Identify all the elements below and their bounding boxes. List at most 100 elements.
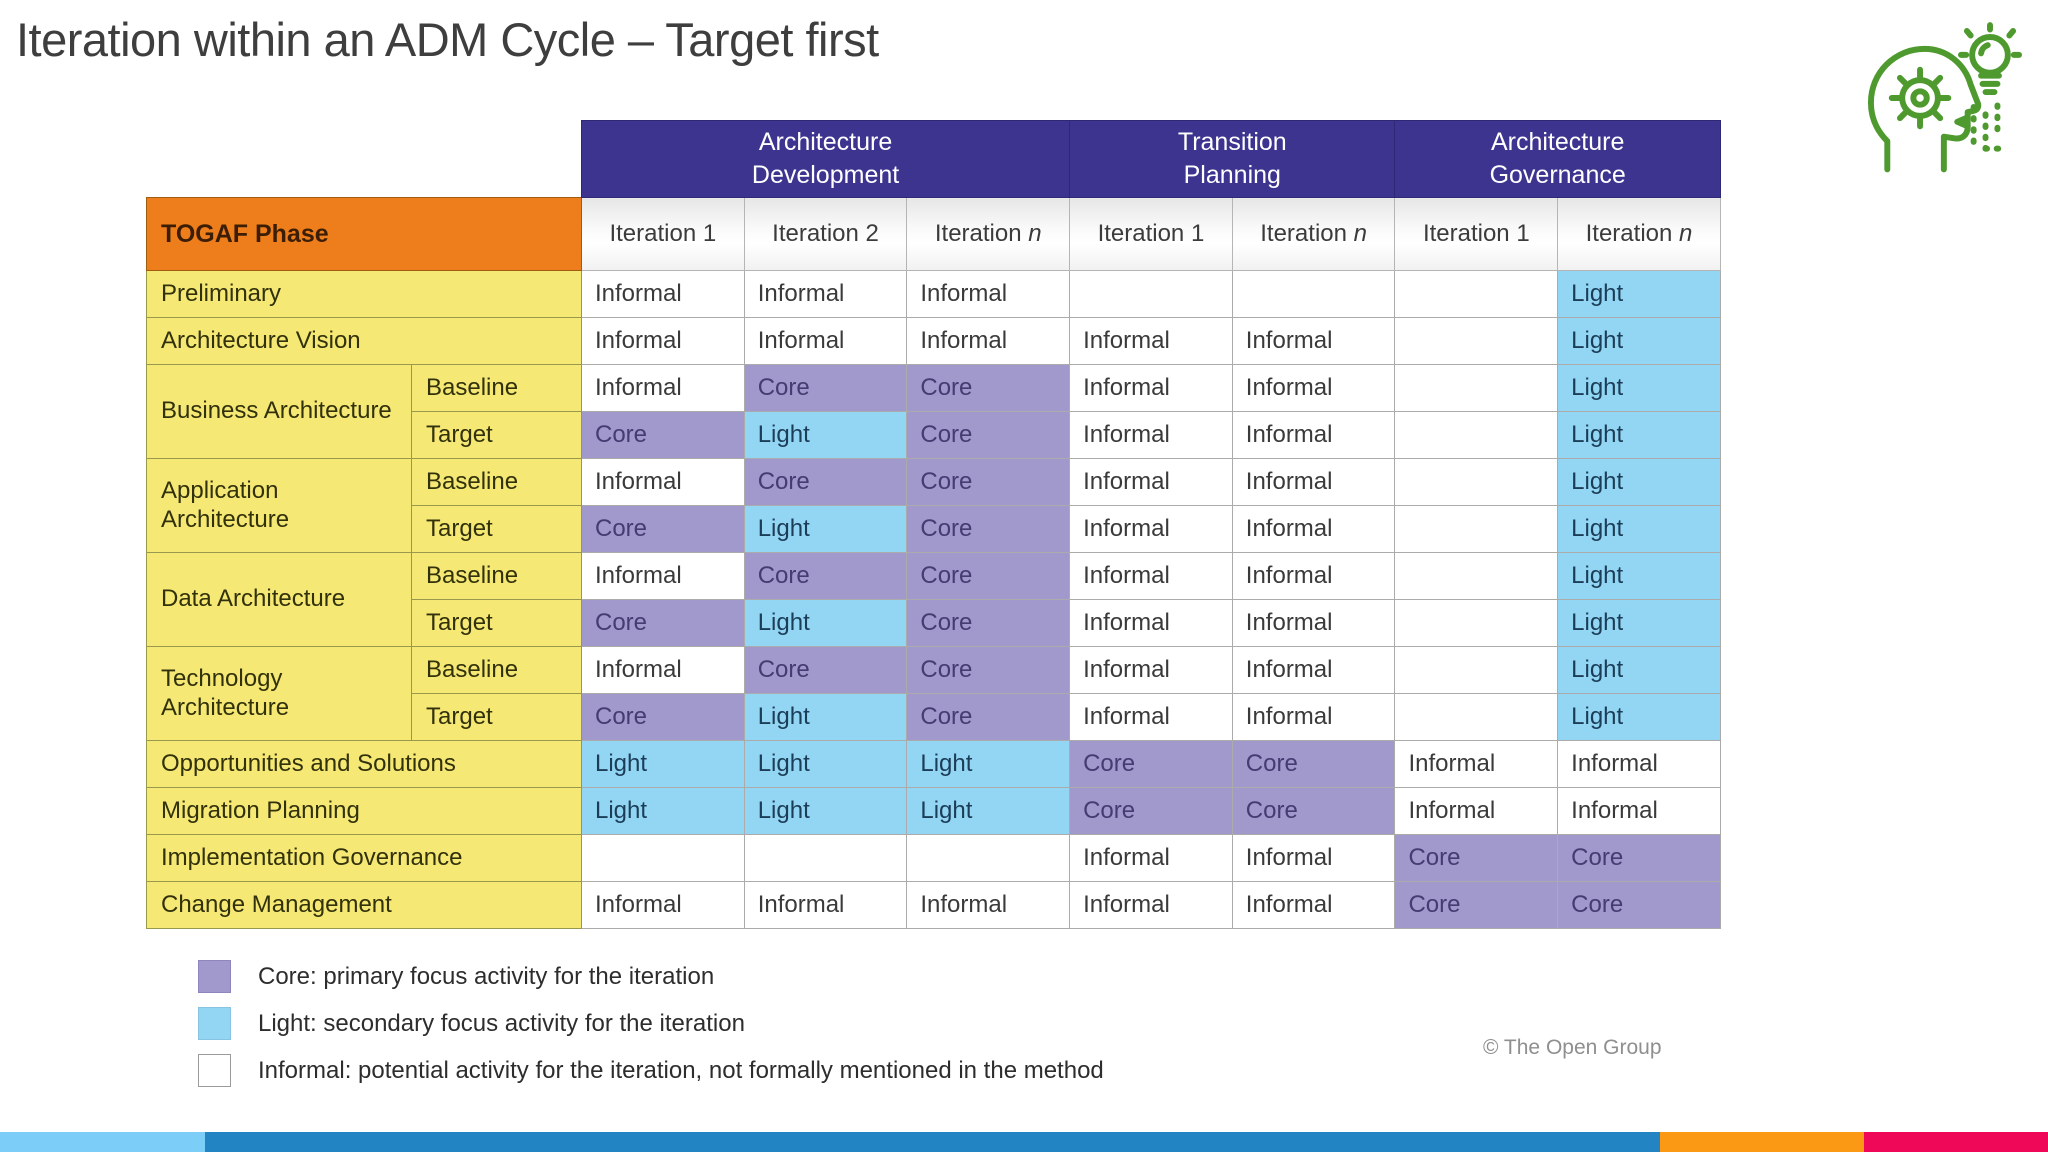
footer-bar-segment — [0, 1132, 205, 1152]
matrix-cell-core: Core — [581, 505, 745, 553]
matrix-cell-informal: Informal — [743, 317, 908, 365]
iteration-column-header: Iteration n — [1557, 197, 1721, 271]
matrix-cell-informal: Informal — [1069, 834, 1233, 882]
matrix-cell-informal: Informal — [1069, 646, 1233, 694]
matrix-cell-core: Core — [1557, 834, 1721, 882]
table-corner-blank — [147, 121, 582, 198]
sub-label-cell: Target — [411, 599, 582, 647]
matrix-cell-light: Light — [1557, 458, 1721, 506]
matrix-cell-empty — [1394, 693, 1559, 741]
iteration-column-header: Iteration 1 — [1069, 197, 1233, 271]
matrix-cell-empty — [1394, 646, 1559, 694]
matrix-cell-core: Core — [743, 458, 908, 506]
legend: Core: primary focus activity for the ite… — [198, 953, 1104, 1094]
matrix-cell-informal: Informal — [1069, 458, 1233, 506]
core-swatch — [198, 960, 231, 993]
matrix-cell-light: Light — [1557, 505, 1721, 553]
matrix-cell-informal: Informal — [1557, 787, 1721, 835]
matrix-cell-core: Core — [906, 552, 1071, 600]
matrix-cell-empty — [1394, 599, 1559, 647]
matrix-cell-informal: Informal — [1231, 552, 1396, 600]
matrix-cell-core: Core — [581, 599, 745, 647]
legend-text-core: Core: primary focus activity for the ite… — [258, 962, 715, 990]
matrix-cell-light: Light — [581, 740, 745, 788]
matrix-cell-empty — [1394, 411, 1559, 459]
matrix-cell-informal: Informal — [1231, 317, 1396, 365]
matrix-cell-informal: Informal — [581, 317, 745, 365]
matrix-cell-informal: Informal — [1069, 364, 1233, 412]
matrix-cell-informal: Informal — [581, 552, 745, 600]
matrix-cell-empty — [1394, 458, 1559, 506]
matrix-cell-light: Light — [743, 599, 908, 647]
phase-label-cell: Migration Planning — [146, 787, 582, 835]
matrix-cell-core: Core — [1394, 834, 1559, 882]
matrix-cell-core: Core — [906, 599, 1071, 647]
matrix-cell-informal: Informal — [1231, 411, 1396, 459]
legend-text-light: Light: secondary focus activity for the … — [258, 1009, 745, 1037]
matrix-cell-core: Core — [906, 458, 1071, 506]
matrix-cell-informal: Informal — [1231, 458, 1396, 506]
page-title: Iteration within an ADM Cycle – Target f… — [16, 13, 879, 66]
matrix-cell-informal: Informal — [1231, 646, 1396, 694]
phase-label-cell: Data Architecture — [146, 552, 412, 647]
legend-item-informal: Informal: potential activity for the ite… — [198, 1047, 1104, 1094]
matrix-cell-light: Light — [1557, 411, 1721, 459]
matrix-cell-core: Core — [1231, 787, 1396, 835]
matrix-cell-core: Core — [906, 364, 1071, 412]
matrix-cell-informal: Informal — [906, 270, 1071, 318]
matrix-cell-light: Light — [1557, 552, 1721, 600]
footer-bar-segment — [1660, 1132, 1864, 1152]
matrix-cell-informal: Informal — [1069, 599, 1233, 647]
matrix-cell-core: Core — [743, 364, 908, 412]
matrix-cell-empty — [1394, 552, 1559, 600]
informal-swatch — [198, 1054, 231, 1087]
sub-label-cell: Baseline — [411, 458, 582, 506]
matrix-cell-core: Core — [581, 411, 745, 459]
matrix-cell-empty — [1394, 364, 1559, 412]
matrix-cell-informal: Informal — [581, 881, 745, 929]
matrix-cell-core: Core — [906, 505, 1071, 553]
sub-label-cell: Baseline — [411, 364, 582, 412]
matrix-cell-empty — [1231, 270, 1396, 318]
legend-item-core: Core: primary focus activity for the ite… — [198, 953, 1104, 1000]
matrix-cell-informal: Informal — [743, 881, 908, 929]
matrix-cell-informal: Informal — [1069, 552, 1233, 600]
matrix-cell-light: Light — [743, 740, 908, 788]
matrix-cell-informal: Informal — [1069, 411, 1233, 459]
matrix-cell-informal: Informal — [1069, 693, 1233, 741]
matrix-cell-light: Light — [906, 740, 1071, 788]
phase-label-cell: Implementation Governance — [146, 834, 582, 882]
matrix-cell-core: Core — [1069, 740, 1233, 788]
matrix-cell-informal: Informal — [581, 458, 745, 506]
matrix-cell-light: Light — [1557, 317, 1721, 365]
matrix-cell-empty — [1069, 270, 1233, 318]
matrix-cell-core: Core — [1069, 787, 1233, 835]
matrix-cell-informal: Informal — [1231, 834, 1396, 882]
matrix-cell-informal: Informal — [1231, 881, 1396, 929]
matrix-cell-light: Light — [1557, 693, 1721, 741]
matrix-cell-informal: Informal — [1069, 505, 1233, 553]
phase-label-cell: Technology Architecture — [146, 646, 412, 741]
phase-label-cell: Opportunities and Solutions — [146, 740, 582, 788]
matrix-cell-empty — [1394, 270, 1559, 318]
matrix-cell-informal: Informal — [1231, 505, 1396, 553]
matrix-cell-informal: Informal — [1557, 740, 1721, 788]
phase-label-cell: Application Architecture — [146, 458, 412, 553]
matrix-cell-core: Core — [743, 552, 908, 600]
legend-text-informal: Informal: potential activity for the ite… — [258, 1056, 1104, 1084]
phase-label-cell: Preliminary — [146, 270, 582, 318]
matrix-cell-light: Light — [743, 411, 908, 459]
iteration-column-header: Iteration n — [1231, 197, 1396, 271]
